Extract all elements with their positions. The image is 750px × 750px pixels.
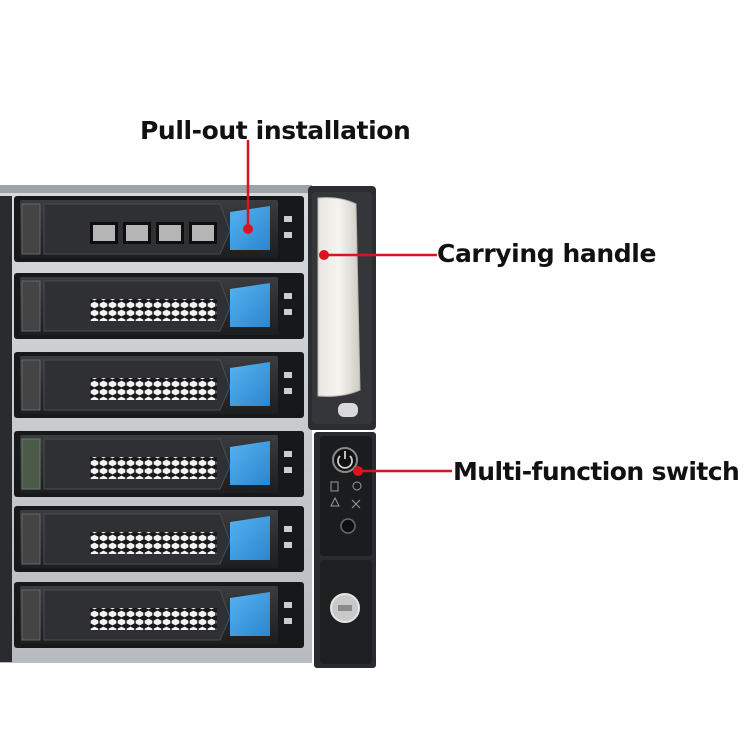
reset-button-icon[interactable] [340,518,356,534]
drive-status-icon [284,216,292,222]
callout-dot-handle [319,250,329,260]
release-latch[interactable] [230,283,270,327]
callout-dot-switch [353,466,363,476]
control-panel [314,432,376,668]
callout-label-multi-function-switch: Multi-function switch [453,457,740,486]
power-icon [337,455,353,469]
drive-activity-icon [284,388,292,394]
drive-status-icon [284,372,292,378]
callout-dot-pull-out [243,224,253,234]
left-drive-column [0,196,12,662]
alarm-icon [330,496,340,507]
drive-status-icon [284,602,292,608]
release-latch[interactable] [230,516,270,560]
drive-status-icon [284,293,292,299]
drive-activity-icon [284,309,292,315]
callout-label-pull-out: Pull-out installation [140,116,411,145]
drive-tray[interactable] [14,506,304,572]
network-icon [352,481,362,491]
drive-status-icon [284,526,292,532]
drive-activity-icon [284,467,292,473]
drive-tray[interactable] [14,273,304,339]
release-latch[interactable] [230,362,270,406]
drive-tray[interactable] [14,431,304,497]
drive-status-icon [284,451,292,457]
chassis-top-rail [0,185,312,193]
ear-screw [338,403,358,417]
drive-status-icon [330,481,339,492]
drive-activity-icon [284,618,292,624]
callout-label-carrying-handle: Carrying handle [437,239,657,268]
drive-tray[interactable] [14,352,304,418]
callout-lines [243,140,452,476]
drive-activity-icon [284,232,292,238]
drive-tray[interactable] [14,196,304,262]
carrying-handle[interactable] [317,197,361,397]
drive-tray[interactable] [14,582,304,648]
drive-activity-icon [284,542,292,548]
release-latch[interactable] [230,441,270,485]
usb-icon [351,499,361,509]
rack-ear [308,186,376,430]
release-latch[interactable] [230,592,270,636]
